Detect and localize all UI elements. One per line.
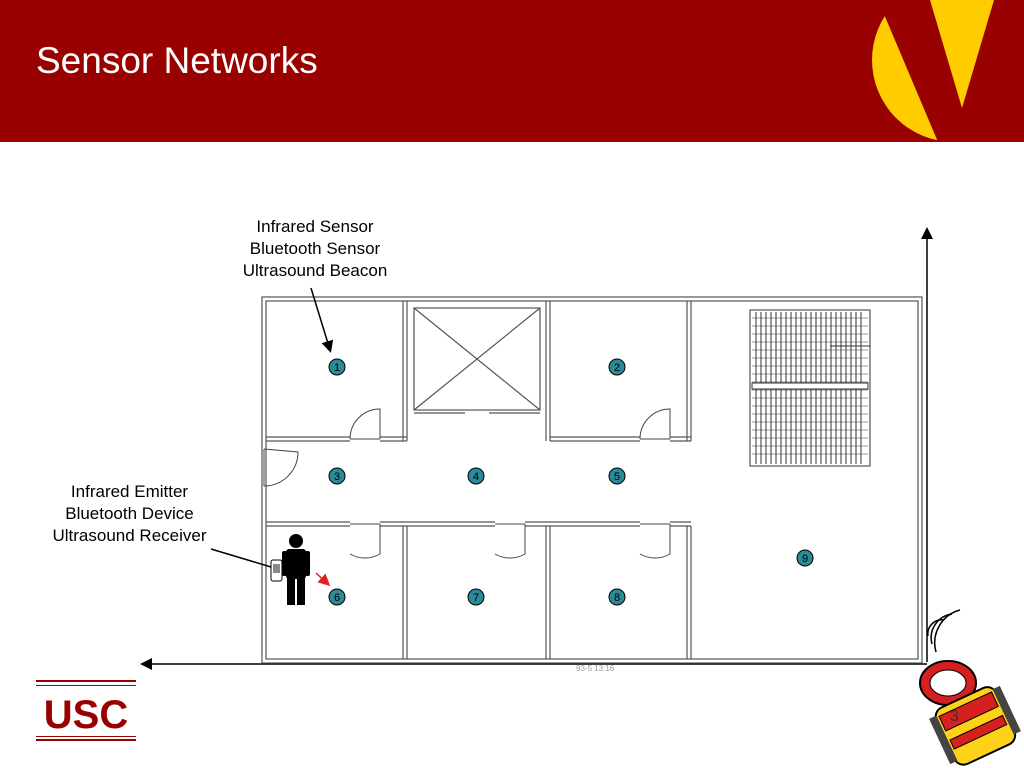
svg-text:5: 5 [614, 471, 620, 483]
outer-wall [261, 296, 923, 664]
sensor-caption-line: Bluetooth Sensor [249, 239, 381, 258]
sensor-node-2: 2 [608, 358, 626, 376]
emitter-pointer [210, 548, 272, 568]
svg-text:6: 6 [334, 592, 340, 604]
header-bar [0, 0, 1024, 142]
svg-text:3: 3 [334, 471, 340, 483]
emitter-caption-line: Bluetooth Device [65, 504, 194, 523]
emitter-caption-line: Ultrasound Receiver [52, 526, 207, 545]
sensor-pointer [310, 287, 334, 353]
room-walls [266, 301, 692, 659]
sensor-node-1: 1 [328, 358, 346, 376]
slide-title: Sensor Networks [36, 40, 318, 81]
v-logo-icon [872, 0, 1024, 142]
svg-text:USC: USC [44, 693, 128, 737]
svg-text:4: 4 [473, 471, 479, 483]
door-swings [263, 408, 671, 559]
plan-stamp: 93-5 13:16 [576, 664, 615, 673]
svg-text:9: 9 [802, 553, 808, 565]
sensor-node-3: 3 [328, 467, 346, 485]
svg-text:8: 8 [614, 592, 620, 604]
sensor-caption-line: Ultrasound Beacon [242, 261, 388, 280]
svg-text:2: 2 [614, 362, 620, 374]
svg-text:7: 7 [473, 592, 479, 604]
sensor-node-4: 4 [467, 467, 485, 485]
elevator-icon [413, 307, 541, 414]
sensor-node-6: 6 [328, 588, 346, 606]
sensor-caption-line: Infrared Sensor [256, 217, 374, 236]
usc-logo-icon: USC [36, 680, 136, 741]
emitter-caption-line: Infrared Emitter [70, 482, 189, 501]
direction-arrow [315, 572, 331, 587]
person-icon [282, 534, 310, 605]
robot-icon [919, 609, 1021, 766]
sensor-node-8: 8 [608, 588, 626, 606]
sensor-node-9: 9 [796, 549, 814, 567]
sensor-node-7: 7 [467, 588, 485, 606]
svg-text:1: 1 [334, 362, 340, 374]
sensor-node-5: 5 [608, 467, 626, 485]
handheld-device-icon [270, 559, 283, 582]
sensor-caption: Infrared Sensor Bluetooth Sensor Ultraso… [220, 216, 410, 282]
page-number: 3 [950, 708, 959, 725]
staircase-icon [749, 309, 871, 467]
emitter-caption: Infrared Emitter Bluetooth Device Ultras… [32, 481, 227, 547]
